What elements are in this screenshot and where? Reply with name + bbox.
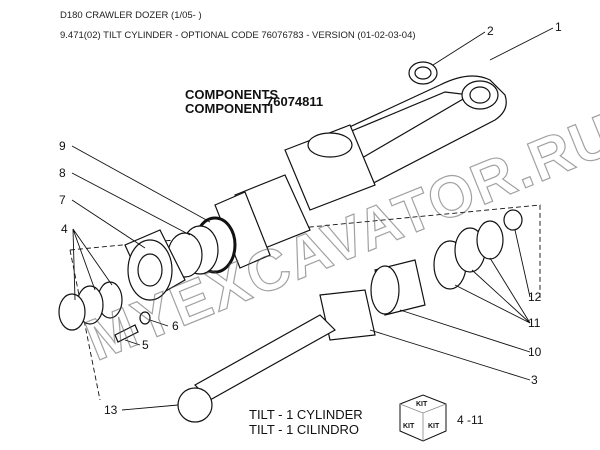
callout-9: 9 — [59, 139, 66, 153]
piston-rod — [177, 289, 376, 423]
tilt-cylinder-it: TILT - 1 CILINDRO — [249, 422, 359, 437]
frame-line — [69, 249, 101, 401]
frame-line — [69, 204, 541, 300]
leader-lines — [71, 27, 554, 411]
components-code: 76074811 — [266, 94, 323, 109]
callout-3: 3 — [531, 373, 538, 387]
kit-label-right: KIT — [428, 423, 440, 430]
cylinder-tube — [214, 75, 507, 269]
tilt-cylinder-en: TILT - 1 CYLINDER — [249, 407, 363, 422]
nut — [503, 209, 523, 231]
components-label-en: COMPONENTS — [185, 87, 279, 102]
page-reference: 4 -11 — [457, 413, 484, 427]
kit-cube-icon: KIT KIT KIT — [399, 394, 447, 442]
kit-label-top: KIT — [416, 401, 428, 408]
document-subtitle: 9.471(02) TILT CYLINDER - OPTIONAL CODE … — [60, 30, 416, 41]
washer — [139, 311, 151, 325]
cylinder-head — [124, 229, 186, 301]
callout-5: 5 — [142, 338, 149, 352]
callout-4: 4 — [61, 222, 68, 236]
callout-8: 8 — [59, 166, 66, 180]
kit-label-left: KIT — [403, 423, 415, 430]
callout-11: 11 — [528, 316, 541, 330]
document-title: D180 CRAWLER DOZER (1/05- ) — [60, 10, 202, 21]
callout-1: 1 — [555, 20, 562, 34]
components-label-it: COMPONENTI — [185, 101, 273, 116]
bolt — [114, 324, 139, 343]
callout-12: 12 — [528, 290, 542, 304]
callout-6: 6 — [172, 319, 179, 333]
piston — [370, 259, 426, 316]
bushing — [408, 61, 438, 85]
callout-13: 13 — [104, 403, 118, 417]
wiper-seal — [58, 293, 86, 331]
callout-2: 2 — [487, 24, 494, 38]
callout-7: 7 — [59, 193, 66, 207]
callout-10: 10 — [528, 345, 542, 359]
piston-seal — [476, 220, 504, 260]
